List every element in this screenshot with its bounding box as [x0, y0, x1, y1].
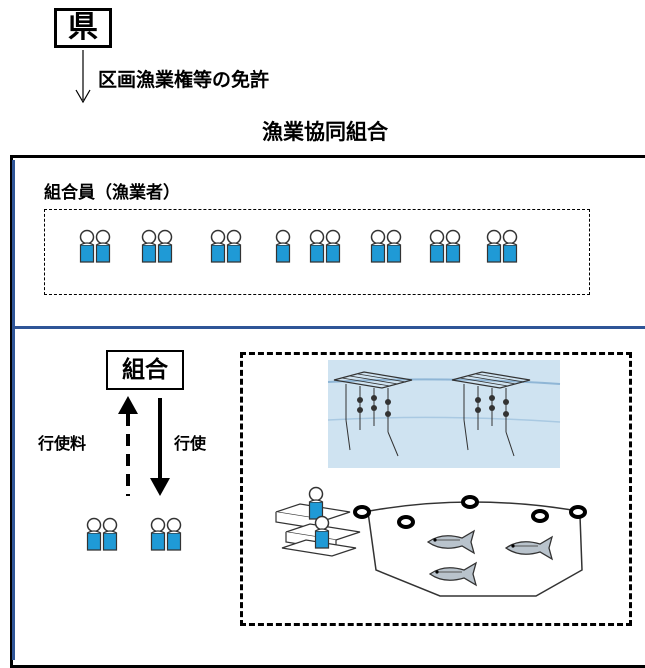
aquaculture-raft-illustration [327, 360, 561, 468]
cooperative-title: 漁業協同組合 [10, 108, 645, 158]
fee-arrow-head [118, 396, 138, 414]
prefecture-box: 県 [54, 8, 112, 48]
fish-net-pen-illustration [353, 495, 587, 597]
exercise-arrow-head [150, 478, 170, 496]
fee-label: 行使料 [38, 434, 87, 453]
union-label: 組合 [122, 357, 168, 383]
local-fishers-group [44, 209, 590, 295]
dock-with-workers-illustration [275, 486, 361, 557]
license-label: 区画漁業権等の免許 [98, 69, 270, 91]
rights-holder-people [86, 517, 182, 551]
members-title: 組合員（漁業者） [44, 183, 180, 203]
exercise-label: 行使 [174, 434, 207, 453]
license-arrow-head [75, 89, 91, 104]
cooperative-inner-area [12, 160, 645, 660]
prefecture-label: 県 [68, 10, 98, 45]
section-divider [12, 326, 645, 329]
union-box: 組合 [106, 350, 184, 390]
member-people-row [79, 229, 518, 263]
fishery-illustration-frame [240, 352, 632, 626]
